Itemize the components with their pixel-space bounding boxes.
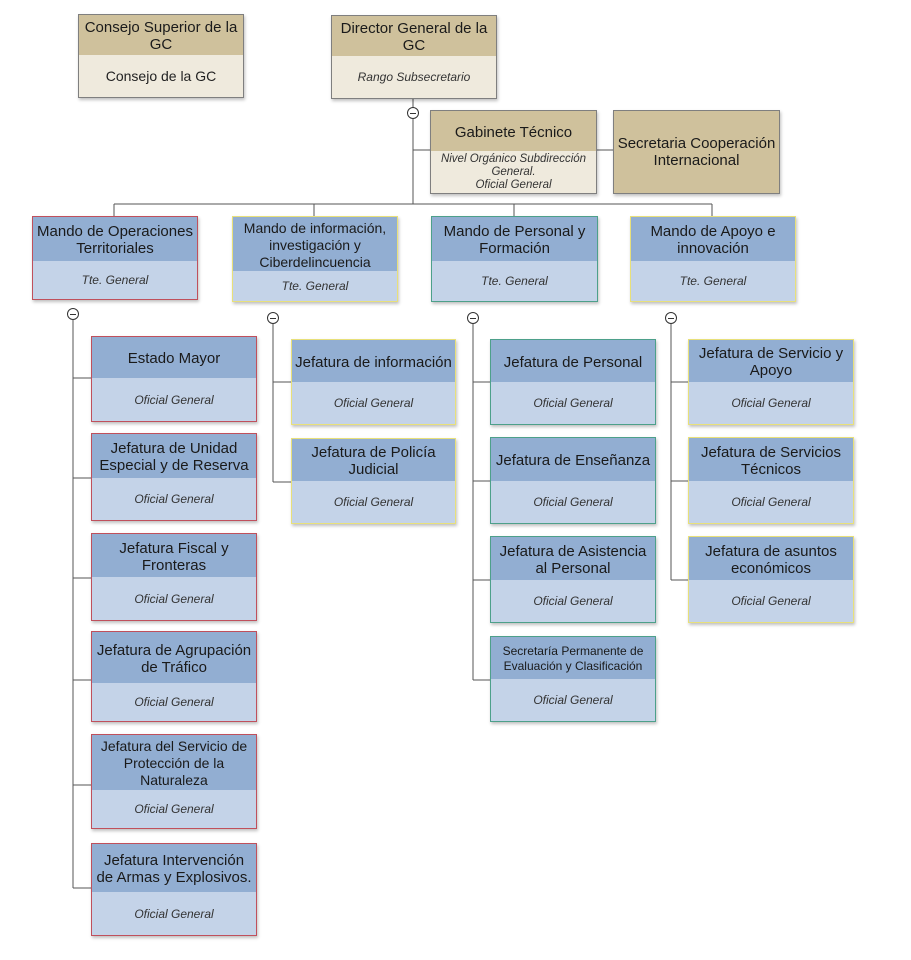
operaciones-item-naturaleza[interactable]: Jefatura del Servicio de Protección de l…	[91, 734, 257, 829]
item-subtitle: Oficial General	[491, 382, 655, 424]
mando-personal-title: Mando de Personal y Formación	[432, 217, 597, 263]
item-subtitle: Oficial General	[491, 679, 655, 721]
item-title: Jefatura de Agrupación de Tráfico	[92, 632, 256, 685]
operaciones-item-armas[interactable]: Jefatura Intervención de Armas y Explosi…	[91, 843, 257, 936]
item-subtitle: Oficial General	[92, 790, 256, 828]
apoyo-item-asuntos-economicos[interactable]: Jefatura de asuntos económicos Oficial G…	[688, 536, 854, 623]
item-title: Jefatura de Servicios Técnicos	[689, 438, 853, 483]
operaciones-item-estado-mayor[interactable]: Estado Mayor Oficial General	[91, 336, 257, 422]
item-title: Jefatura de asuntos económicos	[689, 537, 853, 582]
apoyo-item-servicio-apoyo[interactable]: Jefatura de Servicio y Apoyo Oficial Gen…	[688, 339, 854, 425]
collapse-director-icon[interactable]	[407, 107, 419, 119]
director-general-subtitle: Rango Subsecretario	[332, 56, 496, 98]
operaciones-item-trafico[interactable]: Jefatura de Agrupación de Tráfico Oficia…	[91, 631, 257, 722]
item-title: Jefatura de información	[292, 340, 455, 384]
mando-informacion-box[interactable]: Mando de información, investigación y Ci…	[232, 216, 398, 302]
item-title: Jefatura de Personal	[491, 340, 655, 384]
item-subtitle: Oficial General	[92, 577, 256, 620]
gabinete-tecnico-subtitle: Nivel Orgánico Subdirección General. Ofi…	[431, 151, 596, 193]
item-title: Jefatura de Policía Judicial	[292, 439, 455, 483]
collapse-operaciones-icon[interactable]	[67, 308, 79, 320]
director-general-title: Director General de la GC	[332, 16, 496, 58]
mando-personal-box[interactable]: Mando de Personal y Formación Tte. Gener…	[431, 216, 598, 302]
item-title: Jefatura Fiscal y Fronteras	[92, 534, 256, 579]
consejo-superior-title: Consejo Superior de la GC	[79, 15, 243, 57]
mando-apoyo-title: Mando de Apoyo e innovación	[631, 217, 795, 263]
item-subtitle: Oficial General	[92, 892, 256, 935]
personal-item-secretaria-evaluacion[interactable]: Secretaría Permanente de Evaluación y Cl…	[490, 636, 656, 722]
collapse-apoyo-icon[interactable]	[665, 312, 677, 324]
item-title: Jefatura de Unidad Especial y de Reserva	[92, 434, 256, 480]
item-subtitle: Oficial General	[292, 382, 455, 424]
mando-operaciones-box[interactable]: Mando de Operaciones Territoriales Tte. …	[32, 216, 198, 300]
item-title: Jefatura de Enseñanza	[491, 438, 655, 483]
item-subtitle: Oficial General	[491, 481, 655, 523]
mando-apoyo-subtitle: Tte. General	[631, 261, 795, 301]
mando-informacion-title: Mando de información, investigación y Ci…	[233, 217, 397, 273]
item-subtitle: Oficial General	[92, 478, 256, 520]
secretaria-cooperacion-title: Secretaria Cooperación Internacional	[617, 135, 776, 169]
personal-item-ensenanza[interactable]: Jefatura de Enseñanza Oficial General	[490, 437, 656, 524]
item-subtitle: Oficial General	[92, 378, 256, 421]
mando-apoyo-box[interactable]: Mando de Apoyo e innovación Tte. General	[630, 216, 796, 302]
mando-informacion-subtitle: Tte. General	[233, 271, 397, 301]
item-title: Jefatura Intervención de Armas y Explosi…	[92, 844, 256, 894]
item-title: Secretaría Permanente de Evaluación y Cl…	[491, 637, 655, 681]
item-title: Estado Mayor	[92, 337, 256, 380]
consejo-superior-box[interactable]: Consejo Superior de la GC Consejo de la …	[78, 14, 244, 98]
item-title: Jefatura de Asistencia al Personal	[491, 537, 655, 582]
operaciones-item-fiscal-fronteras[interactable]: Jefatura Fiscal y Fronteras Oficial Gene…	[91, 533, 257, 621]
item-title: Jefatura de Servicio y Apoyo	[689, 340, 853, 384]
mando-operaciones-subtitle: Tte. General	[33, 261, 197, 299]
gabinete-tecnico-title: Gabinete Técnico	[431, 111, 596, 153]
item-subtitle: Oficial General	[689, 481, 853, 523]
director-general-box[interactable]: Director General de la GC Rango Subsecre…	[331, 15, 497, 99]
informacion-item-policia-judicial[interactable]: Jefatura de Policía Judicial Oficial Gen…	[291, 438, 456, 524]
item-subtitle: Oficial General	[491, 580, 655, 622]
personal-item-asistencia[interactable]: Jefatura de Asistencia al Personal Ofici…	[490, 536, 656, 623]
consejo-superior-subtitle: Consejo de la GC	[79, 55, 243, 97]
item-subtitle: Oficial General	[292, 481, 455, 523]
item-subtitle: Oficial General	[689, 382, 853, 424]
informacion-item-jefatura-informacion[interactable]: Jefatura de información Oficial General	[291, 339, 456, 425]
item-title: Jefatura del Servicio de Protección de l…	[92, 735, 256, 792]
mando-personal-subtitle: Tte. General	[432, 261, 597, 301]
personal-item-jefatura-personal[interactable]: Jefatura de Personal Oficial General	[490, 339, 656, 425]
mando-operaciones-title: Mando de Operaciones Territoriales	[33, 217, 197, 263]
apoyo-item-servicios-tecnicos[interactable]: Jefatura de Servicios Técnicos Oficial G…	[688, 437, 854, 524]
gabinete-tecnico-box[interactable]: Gabinete Técnico Nivel Orgánico Subdirec…	[430, 110, 597, 194]
collapse-informacion-icon[interactable]	[267, 312, 279, 324]
item-subtitle: Oficial General	[689, 580, 853, 622]
item-subtitle: Oficial General	[92, 683, 256, 721]
secretaria-cooperacion-box[interactable]: Secretaria Cooperación Internacional	[613, 110, 780, 194]
operaciones-item-unidad-especial[interactable]: Jefatura de Unidad Especial y de Reserva…	[91, 433, 257, 521]
collapse-personal-icon[interactable]	[467, 312, 479, 324]
